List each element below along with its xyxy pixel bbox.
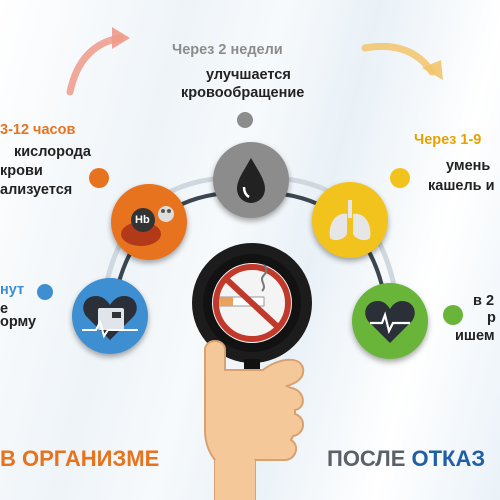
- lungs-icon: [329, 200, 371, 241]
- orange-dot: [89, 168, 109, 188]
- top-title: Через 2 недели: [172, 42, 283, 58]
- left-mid-title: нут: [0, 282, 25, 298]
- circle-yellow: [312, 182, 388, 258]
- left-top-title: 3-12 часов: [0, 122, 76, 138]
- bottom-left-heading: В ОРГАНИЗМЕ: [0, 446, 160, 471]
- right-top-title: Через 1-9: [414, 132, 482, 148]
- arrow-left-icon: [66, 27, 130, 96]
- left-top-line-2: крови: [0, 163, 43, 179]
- right-top-line-1: умень: [446, 158, 491, 174]
- circle-orange: Hb: [111, 184, 187, 260]
- left-top-line-3: ализуется: [0, 182, 73, 198]
- top-line-2: кровообращение: [181, 85, 305, 101]
- bottom-right-heading: ПОСЛЕ ОТКАЗ: [327, 446, 485, 472]
- right-mid-line-2: р: [487, 310, 496, 326]
- left-top-line-1: кислорода: [14, 144, 91, 160]
- gray-dot: [237, 112, 253, 128]
- heart-pulse-icon: [365, 301, 415, 343]
- right-mid-line-1: в 2: [473, 293, 495, 309]
- no-smoking-icon: [212, 263, 292, 343]
- top-line-1: улучшается: [206, 67, 291, 83]
- left-mid-line-1: е: [0, 301, 9, 317]
- blood-cells-icon: [121, 206, 174, 246]
- right-top-line-2: кашель и: [428, 178, 495, 194]
- circle-green: [352, 283, 428, 359]
- right-mid-line-3: ишем: [455, 328, 495, 344]
- left-mid-line-2: орму: [0, 314, 37, 330]
- arrow-right-icon: [361, 42, 443, 80]
- hand-icon: [204, 340, 305, 500]
- circle-gray: [213, 142, 289, 218]
- blue-dot: [37, 284, 53, 300]
- yellow-dot: [390, 168, 410, 188]
- green-dot: [443, 305, 463, 325]
- blood-drop-icon: [237, 158, 265, 203]
- heart-monitor-icon: [82, 296, 138, 340]
- bottom-right-part-1: ПОСЛЕ: [327, 446, 406, 471]
- hb-label: Hb: [135, 214, 150, 226]
- circle-blue: [72, 278, 148, 354]
- bottom-right-part-2: ОТКАЗ: [411, 446, 486, 471]
